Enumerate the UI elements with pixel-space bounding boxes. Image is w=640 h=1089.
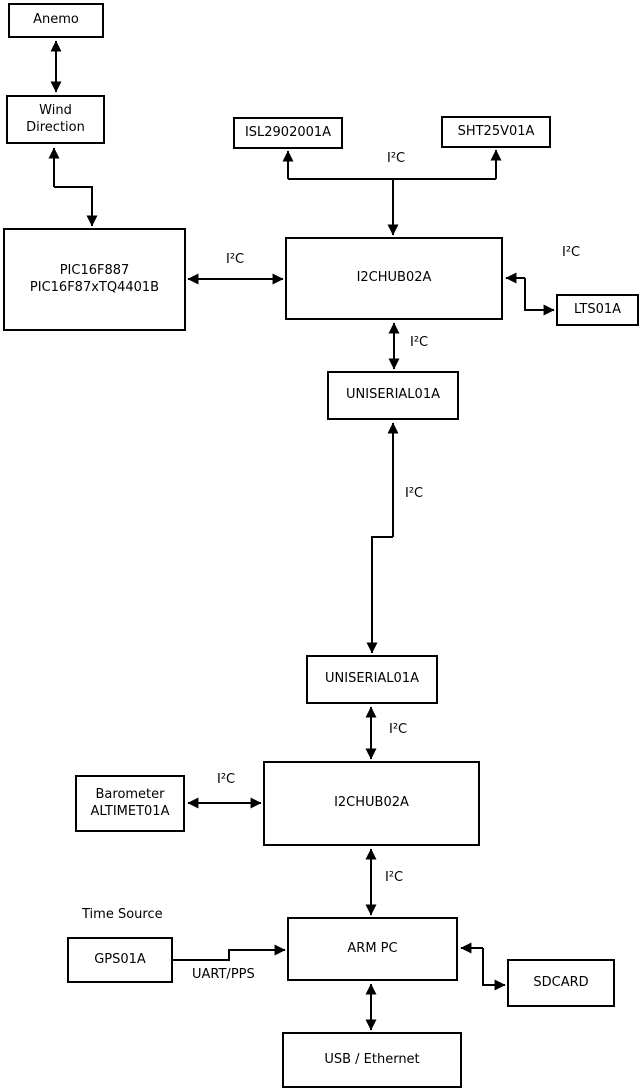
node-uniserial01a-1: UNISERIAL01A [327, 371, 459, 420]
node-lts01a-label: LTS01A [573, 301, 622, 317]
edge-wind-pic-down [54, 186, 98, 227]
edge-label-i2c-hub1-uni1: I²C [410, 335, 429, 350]
node-sdcard: SDCARD [507, 959, 615, 1007]
node-anemo: Anemo [8, 3, 104, 38]
edge-label-i2c-uni2-hub2: I²C [389, 722, 408, 737]
node-sht25v01a: SHT25V01A [441, 116, 551, 148]
node-usb-ethernet-label: USB / Ethernet [324, 1051, 420, 1067]
edge-label-uart-pps: UART/PPS [192, 967, 255, 982]
node-gps01a-label: GPS01A [94, 951, 146, 967]
node-pic16f887: PIC16F887 PIC16F87xTQ4401B [3, 228, 186, 331]
edge-label-i2c-uni1-uni2: I²C [405, 486, 424, 501]
node-uniserial01a-1-label: UNISERIAL01A [346, 387, 440, 403]
node-gps01a: GPS01A [67, 937, 173, 983]
node-arm-pc: ARM PC [287, 917, 458, 981]
edge-hub1-lts-right [524, 278, 555, 316]
node-uniserial01a-2: UNISERIAL01A [306, 655, 438, 704]
node-pic16f887-label-1: PIC16F887 [59, 263, 130, 279]
node-usb-ethernet: USB / Ethernet [282, 1032, 462, 1088]
edge-arm-sdcard-right [482, 948, 506, 991]
node-wind-direction-label-1: Wind [39, 103, 72, 119]
node-anemo-label: Anemo [33, 12, 79, 28]
node-arm-pc-label: ARM PC [347, 940, 398, 956]
node-barometer-label-1: Barometer [95, 787, 165, 803]
node-sht25v01a-label: SHT25V01A [457, 123, 535, 139]
node-i2chub02a-2-label: I2CHUB02A [334, 795, 409, 811]
edge-label-i2c-top-bus: I²C [387, 151, 406, 166]
edge-label-i2c-pic-hub1: I²C [226, 252, 245, 267]
edge-uni1-uni2-down [366, 536, 393, 654]
node-wind-direction-label-2: Direction [26, 119, 85, 135]
edge-label-i2c-hub2-arm: I²C [385, 870, 404, 885]
edge-label-i2c-baro-hub2: I²C [217, 772, 236, 787]
node-barometer-label-2: ALTIMET01A [90, 803, 170, 819]
node-pic16f887-label-2: PIC16F87xTQ4401B [29, 279, 160, 295]
node-wind-direction: Wind Direction [6, 95, 105, 144]
node-i2chub02a-2: I2CHUB02A [263, 761, 480, 846]
node-sdcard-label: SDCARD [533, 974, 589, 990]
node-isl2902001a-label: ISL2902001A [244, 124, 332, 140]
node-i2chub02a-1: I2CHUB02A [285, 237, 503, 320]
edge-label-time-source: Time Source [82, 907, 163, 922]
edge-gps-arm [173, 944, 286, 961]
node-isl2902001a: ISL2902001A [233, 117, 343, 149]
node-uniserial01a-2-label: UNISERIAL01A [325, 671, 419, 687]
node-i2chub02a-1-label: I2CHUB02A [356, 270, 432, 286]
node-barometer-altimet01a: Barometer ALTIMET01A [75, 775, 185, 832]
node-lts01a: LTS01A [556, 294, 639, 326]
edge-label-i2c-hub1-lts: I²C [562, 245, 581, 260]
